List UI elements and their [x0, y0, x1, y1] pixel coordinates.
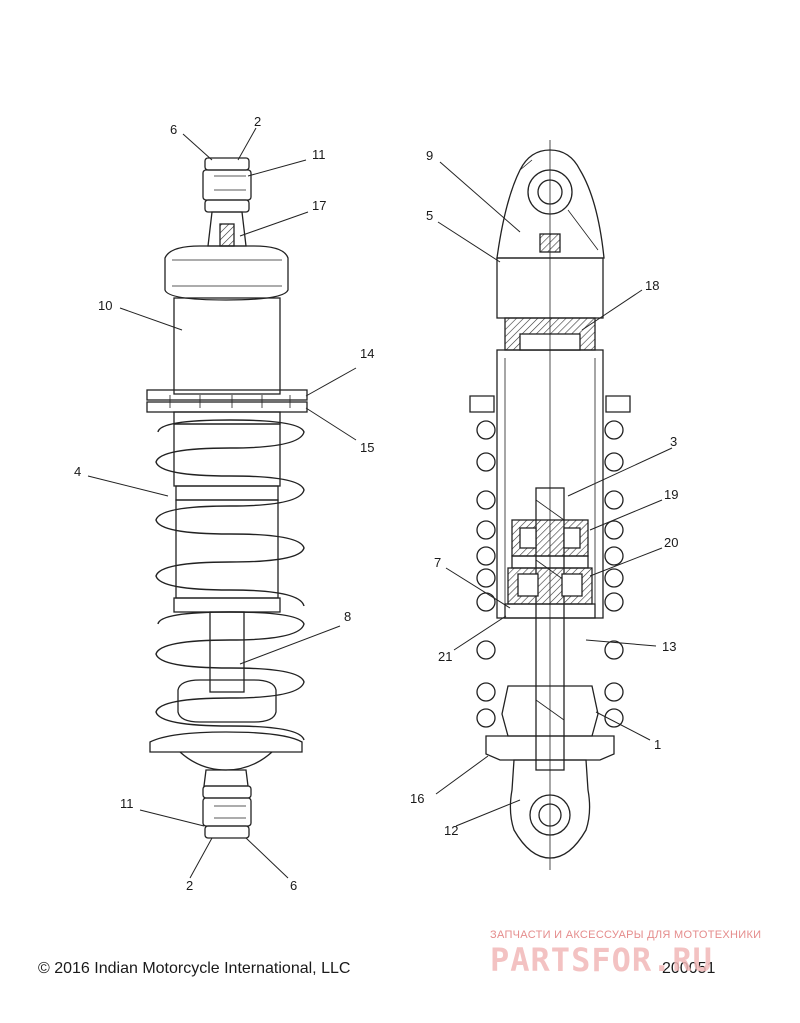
watermark-tagline: ЗАПЧАСТИ И АКСЕССУАРЫ ДЛЯ МОТОТЕХНИКИ [490, 929, 762, 941]
callout-20: 20 [664, 535, 678, 550]
left-shock-exterior [146, 157, 308, 839]
top-mount [496, 149, 605, 259]
copyright-text: © 2016 Indian Motorcycle International, … [38, 960, 351, 977]
lower-spring-seat [149, 731, 303, 753]
callout-7: 7 [434, 555, 441, 570]
lower-seat-right [485, 735, 615, 761]
callout-11-top: 11 [312, 147, 326, 162]
bottom-mount [509, 759, 591, 859]
diagram-part-number: 200051 [662, 960, 716, 977]
coil-spring-sections [476, 420, 624, 728]
top-eyelet-bushing [202, 157, 252, 213]
callout-9: 9 [426, 148, 433, 163]
right-shock-section [469, 140, 631, 870]
callout-13: 13 [662, 639, 676, 654]
callout-6-top: 6 [170, 122, 177, 137]
callout-18: 18 [645, 278, 659, 293]
piston-rod [535, 487, 565, 771]
callout-8: 8 [344, 609, 351, 624]
callout-2-top: 2 [254, 114, 261, 129]
callout-4: 4 [74, 464, 81, 479]
valve-stack [504, 519, 596, 619]
callout-21: 21 [438, 649, 452, 664]
watermark-logo: PARTSFOR.RU [490, 941, 713, 979]
callout-11-bottom: 11 [120, 796, 134, 811]
callout-19: 19 [664, 487, 678, 502]
callout-2-bottom: 2 [186, 878, 193, 893]
leader-lines [87, 127, 673, 879]
bottom-eyelet-bushing [202, 769, 252, 839]
callout-1: 1 [654, 737, 661, 752]
bump-stop [177, 679, 277, 723]
callout-6-bottom: 6 [290, 878, 297, 893]
callout-labels-left: 6 2 11 17 10 14 15 4 8 11 2 6 [74, 114, 374, 893]
callout-14: 14 [360, 346, 374, 361]
callout-17: 17 [312, 198, 326, 213]
coil-spring-left [155, 419, 305, 741]
callout-16: 16 [410, 791, 424, 806]
callout-10: 10 [98, 298, 112, 313]
spring-collar-right [469, 395, 631, 413]
spring-collar [146, 389, 308, 425]
shock-body [173, 297, 281, 395]
callout-15: 15 [360, 440, 374, 455]
callout-12: 12 [444, 823, 458, 838]
callout-3: 3 [670, 434, 677, 449]
callout-5: 5 [426, 208, 433, 223]
callout-labels-right: 9 5 18 3 19 20 7 21 13 1 16 12 [410, 148, 678, 838]
